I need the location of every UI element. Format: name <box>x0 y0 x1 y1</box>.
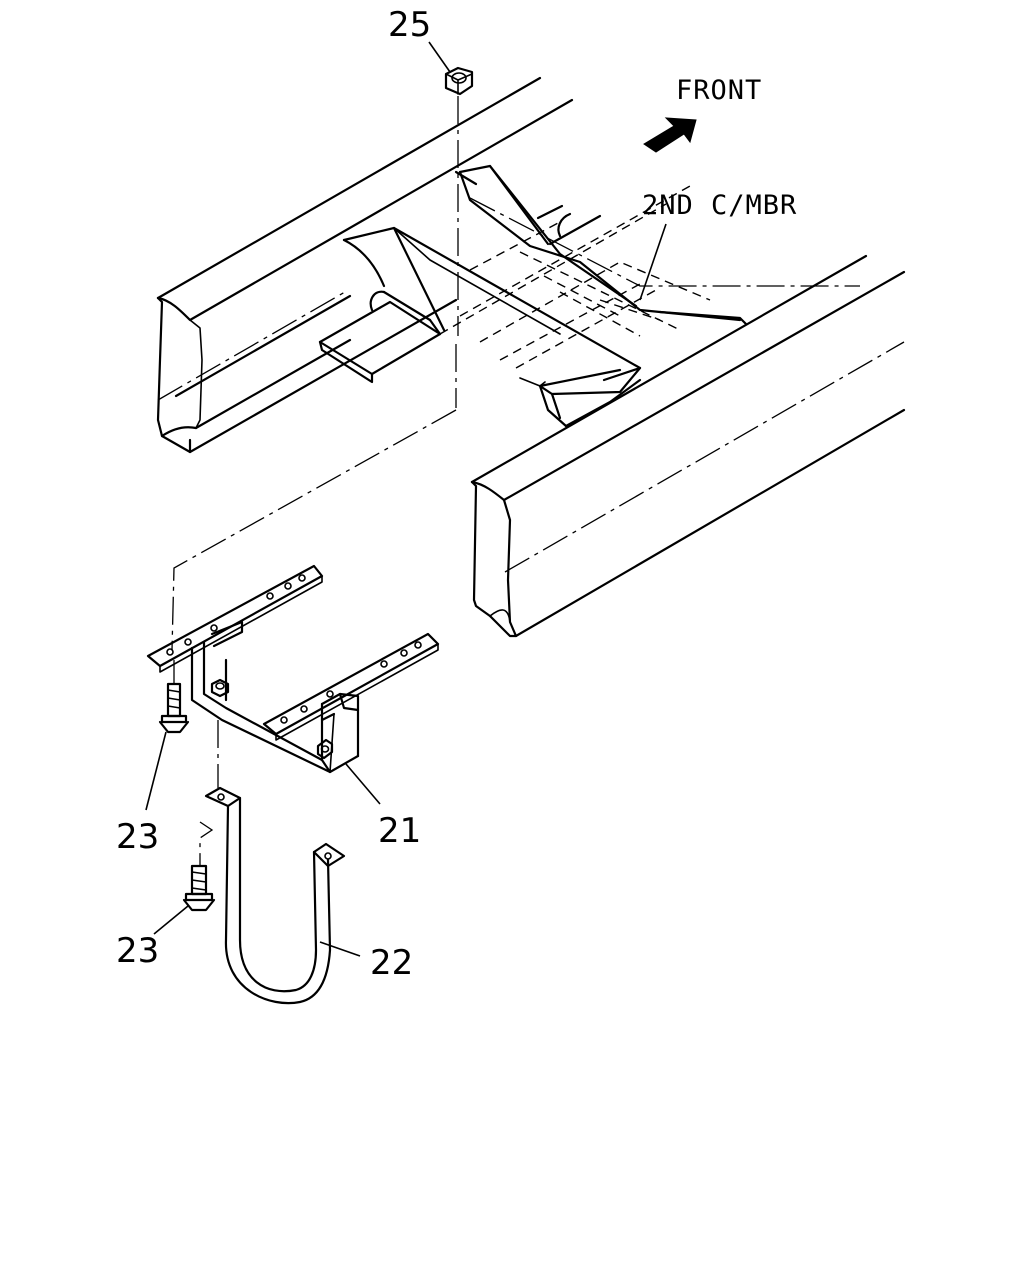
strap-22 <box>204 720 346 1005</box>
front-arrow-icon <box>643 117 697 153</box>
bracket-mount-centerline <box>171 409 457 651</box>
callout-21: 21 <box>378 811 421 851</box>
callout-23-lower-leader <box>153 905 189 935</box>
callout-23-upper: 23 <box>116 817 159 857</box>
callout-22-leader <box>319 941 361 957</box>
bracket-21 <box>146 564 440 774</box>
callout-21-leader <box>345 763 381 805</box>
right-frame-rail <box>470 254 906 638</box>
bolt-23-lower <box>182 821 216 912</box>
callout-25: 25 <box>388 5 431 45</box>
cross-member-leader <box>639 223 667 301</box>
bolt-23-upper <box>158 682 190 734</box>
left-frame-rail <box>156 76 574 454</box>
cross-member-label: 2ND C/MBR <box>642 190 797 221</box>
callout-23-upper-leader <box>145 731 167 811</box>
callout-23-lower: 23 <box>116 931 159 971</box>
second-cross-member <box>318 164 860 428</box>
front-label: FRONT <box>676 75 762 106</box>
callout-25-leader <box>428 41 451 73</box>
nut-25 <box>444 66 474 96</box>
callout-22: 22 <box>370 943 413 983</box>
